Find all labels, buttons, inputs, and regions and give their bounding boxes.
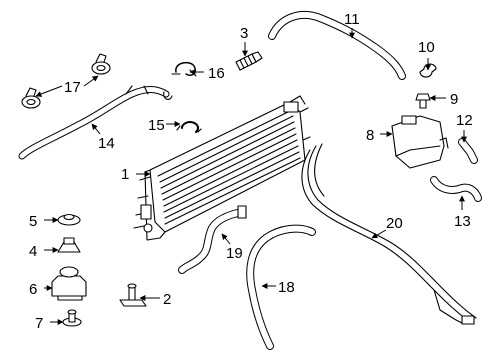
bolt-9-part bbox=[415, 93, 431, 109]
small-hose-12-part bbox=[458, 138, 478, 164]
callout-11: 11 bbox=[344, 11, 360, 28]
mount-part bbox=[57, 237, 81, 253]
callout-12: 12 bbox=[456, 112, 473, 129]
callout-9: 9 bbox=[450, 91, 458, 108]
callout-1: 1 bbox=[121, 166, 129, 183]
callout-19: 19 bbox=[226, 245, 243, 262]
callout-6: 6 bbox=[29, 281, 37, 298]
callout-13: 13 bbox=[454, 213, 471, 230]
long-hose-14-part bbox=[18, 85, 173, 160]
callout-labels: 1 2 3 4 5 6 7 8 9 10 11 12 13 14 15 16 1… bbox=[29, 11, 473, 332]
callout-15: 15 bbox=[148, 117, 165, 134]
clamp-15-part bbox=[176, 121, 202, 133]
hose-13-part bbox=[430, 176, 482, 202]
callout-18: 18 bbox=[278, 279, 295, 296]
lower-hose-18-part bbox=[246, 224, 316, 350]
mount-block-part bbox=[51, 266, 87, 301]
callout-10: 10 bbox=[418, 39, 435, 56]
insulator-part bbox=[57, 213, 81, 226]
callout-14: 14 bbox=[98, 135, 115, 152]
upper-hose-part bbox=[268, 10, 406, 80]
hose-19-part bbox=[178, 205, 247, 274]
callout-8: 8 bbox=[366, 127, 374, 144]
callout-20: 20 bbox=[386, 215, 403, 232]
fitting-part bbox=[235, 51, 263, 71]
clip-16-part bbox=[171, 61, 197, 77]
stud-part bbox=[119, 283, 147, 307]
callout-3: 3 bbox=[240, 25, 248, 42]
callout-16: 16 bbox=[208, 65, 225, 82]
callout-2: 2 bbox=[163, 291, 171, 308]
cooler-lines-20-part bbox=[301, 143, 477, 325]
callout-5: 5 bbox=[29, 213, 37, 230]
callout-7: 7 bbox=[35, 315, 43, 332]
leader-lines bbox=[35, 28, 467, 325]
callout-4: 4 bbox=[29, 243, 37, 260]
bolt-part bbox=[62, 309, 82, 327]
clips-17-part bbox=[21, 53, 111, 109]
callout-17: 17 bbox=[64, 79, 81, 96]
reservoir-part bbox=[391, 115, 449, 169]
